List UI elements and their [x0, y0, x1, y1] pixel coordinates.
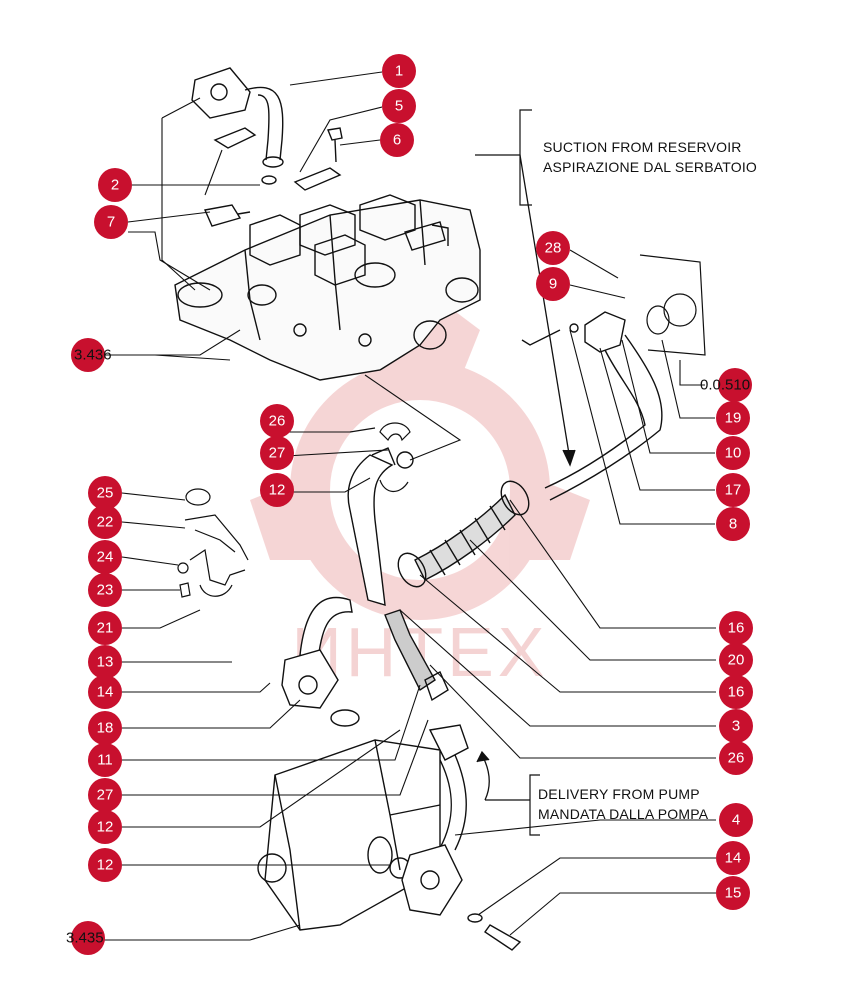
suction-pipe	[397, 311, 663, 588]
callout-5[interactable]: 5	[382, 89, 416, 123]
svg-text:22: 22	[97, 514, 114, 531]
svg-text:12: 12	[97, 819, 114, 836]
callout-7[interactable]: 7	[94, 205, 128, 239]
callout-2[interactable]: 2	[98, 168, 132, 202]
svg-text:12: 12	[269, 482, 286, 499]
svg-text:17: 17	[725, 482, 742, 499]
delivery-pipes	[281, 447, 449, 727]
callout-21[interactable]: 21	[88, 611, 122, 645]
svg-text:0.0.510: 0.0.510	[700, 377, 750, 394]
callout-26-right[interactable]: 26	[719, 741, 753, 775]
suction-note-line-en: SUCTION FROM RESERVOIR	[543, 139, 742, 155]
callout-20[interactable]: 20	[719, 643, 753, 677]
callout-4[interactable]: 4	[719, 803, 753, 837]
callout-6[interactable]: 6	[380, 123, 414, 157]
svg-text:5: 5	[395, 98, 403, 115]
callout-28[interactable]: 28	[536, 231, 570, 265]
svg-text:14: 14	[97, 684, 114, 701]
callout-3[interactable]: 3	[719, 709, 753, 743]
callout-22[interactable]: 22	[88, 505, 122, 539]
svg-text:6: 6	[393, 132, 401, 149]
svg-text:16: 16	[728, 620, 745, 637]
callout-13[interactable]: 13	[88, 645, 122, 679]
callout-26-top[interactable]: 26	[260, 404, 294, 438]
svg-text:26: 26	[269, 413, 286, 430]
callout-12-top[interactable]: 12	[260, 473, 294, 507]
callout-14-right[interactable]: 14	[716, 841, 750, 875]
callout-15[interactable]: 15	[716, 876, 750, 910]
callout-14-left[interactable]: 14	[88, 675, 122, 709]
svg-text:19: 19	[725, 410, 742, 427]
callout-12-left-lower[interactable]: 12	[88, 848, 122, 882]
reservoir-plate	[639, 254, 706, 356]
svg-text:13: 13	[97, 654, 114, 671]
delivery-note-line-en: DELIVERY FROM PUMP	[538, 786, 700, 802]
hydraulic-pump	[257, 724, 522, 951]
callout-27-left[interactable]: 27	[88, 778, 122, 812]
support-bracket	[177, 488, 249, 598]
callout-18[interactable]: 18	[88, 711, 122, 745]
callout-23[interactable]: 23	[88, 573, 122, 607]
svg-text:24: 24	[97, 549, 114, 566]
svg-text:21: 21	[97, 620, 114, 637]
flange-elbow-pipe	[191, 67, 343, 191]
svg-text:27: 27	[97, 787, 114, 804]
callout-10[interactable]: 10	[716, 436, 750, 470]
suction-note-line-it: ASPIRAZIONE DAL SERBATOIO	[543, 159, 758, 175]
callout-16-lower[interactable]: 16	[719, 675, 753, 709]
delivery-note: DELIVERY FROM PUMP MANDATA DALLA POMPA	[538, 784, 708, 824]
svg-text:23: 23	[97, 582, 114, 599]
callout-19[interactable]: 19	[716, 401, 750, 435]
svg-text:16: 16	[728, 684, 745, 701]
callout-25[interactable]: 25	[88, 476, 122, 510]
callout-27-top[interactable]: 27	[260, 436, 294, 470]
control-valve-assembly	[174, 194, 481, 381]
callout-8[interactable]: 8	[716, 507, 750, 541]
svg-text:7: 7	[107, 214, 115, 231]
svg-text:12: 12	[97, 857, 114, 874]
svg-text:3: 3	[732, 718, 740, 735]
svg-text:28: 28	[545, 240, 562, 257]
svg-text:3.436: 3.436	[74, 347, 112, 364]
callout-11[interactable]: 11	[88, 743, 122, 777]
ref-3-436[interactable]: 3.436	[71, 338, 112, 372]
callout-17[interactable]: 17	[716, 473, 750, 507]
svg-text:10: 10	[725, 445, 742, 462]
callout-9[interactable]: 9	[536, 267, 570, 301]
ref-0-0-510[interactable]: 0.0.510	[700, 368, 752, 402]
svg-text:8: 8	[729, 516, 737, 533]
svg-text:26: 26	[728, 750, 745, 767]
delivery-note-bracket	[529, 774, 540, 836]
svg-text:4: 4	[732, 812, 740, 829]
callout-16-upper[interactable]: 16	[719, 611, 753, 645]
pipe-clamp	[349, 422, 411, 493]
svg-text:14: 14	[725, 850, 742, 867]
svg-text:25: 25	[97, 485, 114, 502]
svg-text:27: 27	[269, 445, 286, 462]
callout-12-left-upper[interactable]: 12	[88, 810, 122, 844]
svg-text:15: 15	[725, 885, 742, 902]
callout-24[interactable]: 24	[88, 540, 122, 574]
svg-text:11: 11	[97, 752, 113, 769]
svg-text:20: 20	[728, 652, 745, 669]
suction-note-bracket	[519, 109, 532, 206]
delivery-note-line-it: MANDATA DALLA POMPA	[538, 806, 709, 822]
leader-lines	[100, 71, 716, 941]
svg-text:3.435: 3.435	[66, 930, 104, 947]
svg-text:18: 18	[97, 720, 114, 737]
svg-text:2: 2	[111, 177, 119, 194]
svg-text:9: 9	[549, 276, 557, 293]
callout-1[interactable]: 1	[382, 54, 416, 88]
ref-3-435[interactable]: 3.435	[66, 921, 105, 955]
suction-note: SUCTION FROM RESERVOIR ASPIRAZIONE DAL S…	[543, 137, 757, 177]
svg-text:1: 1	[395, 63, 403, 80]
